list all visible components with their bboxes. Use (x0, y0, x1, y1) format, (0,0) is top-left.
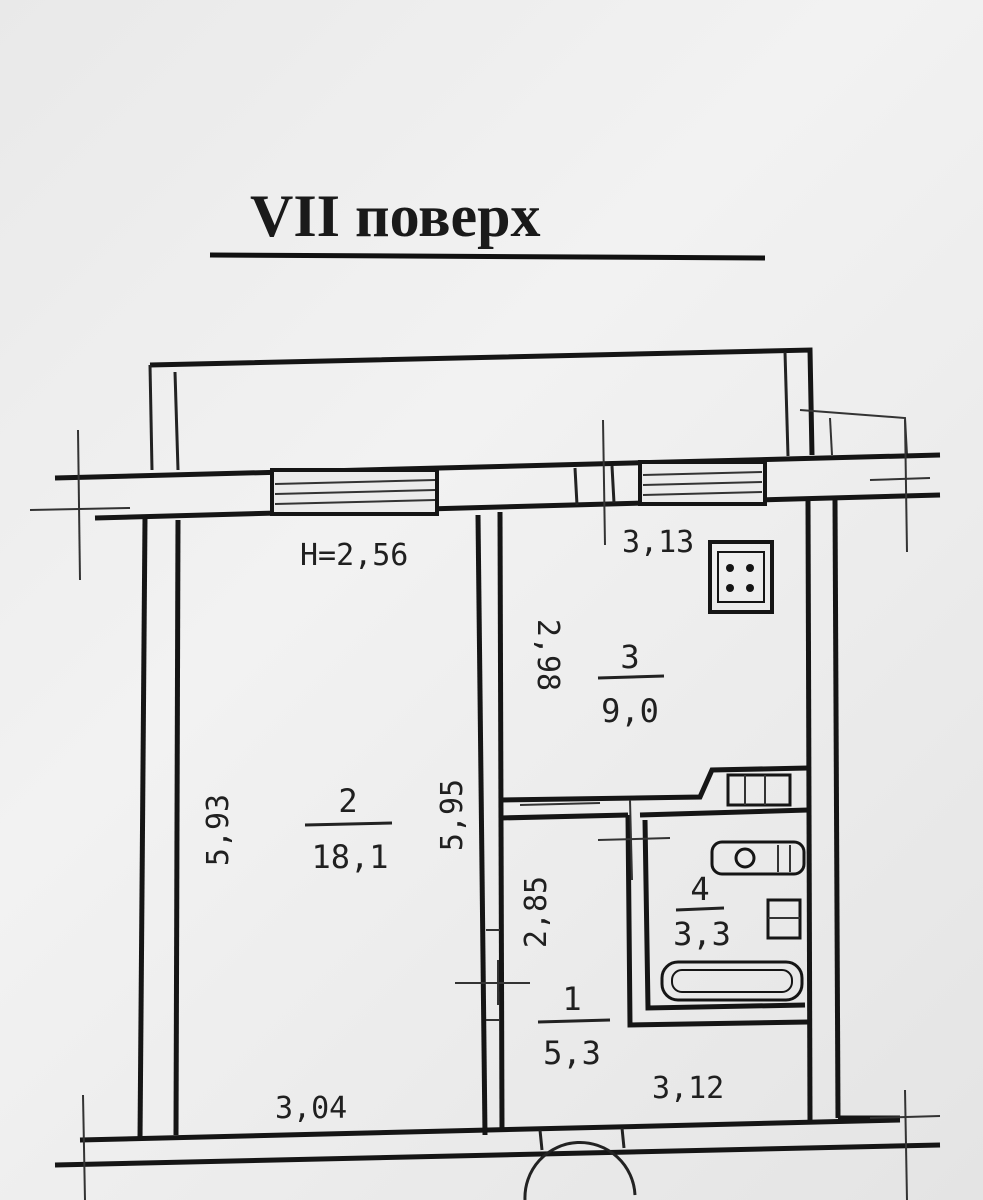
balcony (148, 347, 908, 471)
kitchen-balcony-door (573, 465, 616, 506)
bathroom-walls (625, 807, 809, 1028)
room-4-number: 4 (690, 870, 709, 908)
partition-room2 (475, 511, 505, 1136)
room-4-fraction-line (675, 906, 725, 912)
room-3-number: 3 (620, 638, 639, 676)
dim-hall-bottom-width: 3,12 (652, 1071, 724, 1106)
dim-hall-height: 2,85 (519, 876, 554, 948)
room-1-fraction-line (537, 1018, 611, 1024)
dim-room2-right-height: 5,95 (435, 779, 470, 851)
outer-wall-bottom (54, 1115, 941, 1168)
vent-shaft-icon (726, 773, 792, 807)
entrance-door (538, 1127, 626, 1151)
room-3-fraction-line (597, 674, 665, 680)
room-3-area: 9,0 (601, 692, 659, 730)
outer-wall-left (137, 517, 181, 1141)
outer-wall-top (54, 452, 941, 521)
dim-kitchen-top-width: 3,13 (622, 525, 694, 560)
door-mark (455, 929, 530, 1021)
window-room2 (270, 468, 439, 516)
room-4-area: 3,3 (673, 915, 731, 953)
kitchen-bottom-wall (499, 765, 809, 803)
room-2-area: 18,1 (311, 838, 388, 876)
toilet-icon (766, 898, 802, 940)
window-kitchen (638, 460, 767, 506)
dim-room2-left-height: 5,93 (201, 794, 236, 866)
washbasin-icon (710, 840, 806, 876)
stove-icon (708, 540, 774, 614)
room-2-number: 2 (338, 782, 357, 820)
room-2-fraction-line (304, 821, 393, 827)
dim-kitchen-height: 2,98 (530, 619, 565, 691)
hall-top-wall (499, 812, 629, 821)
dim-room2-bottom-width: 3,04 (275, 1091, 347, 1126)
bathtub-icon (660, 960, 804, 1002)
room-1-area: 5,3 (543, 1034, 601, 1072)
room-1-number: 1 (562, 980, 581, 1018)
floor-title: VII поверх (250, 183, 541, 249)
outer-wall-right (805, 499, 841, 1121)
ceiling-height-label: H=2,56 (300, 538, 408, 573)
entrance-door-arc (523, 1141, 637, 1200)
title-underline (209, 252, 766, 261)
dimension-ticks (29, 419, 941, 1200)
